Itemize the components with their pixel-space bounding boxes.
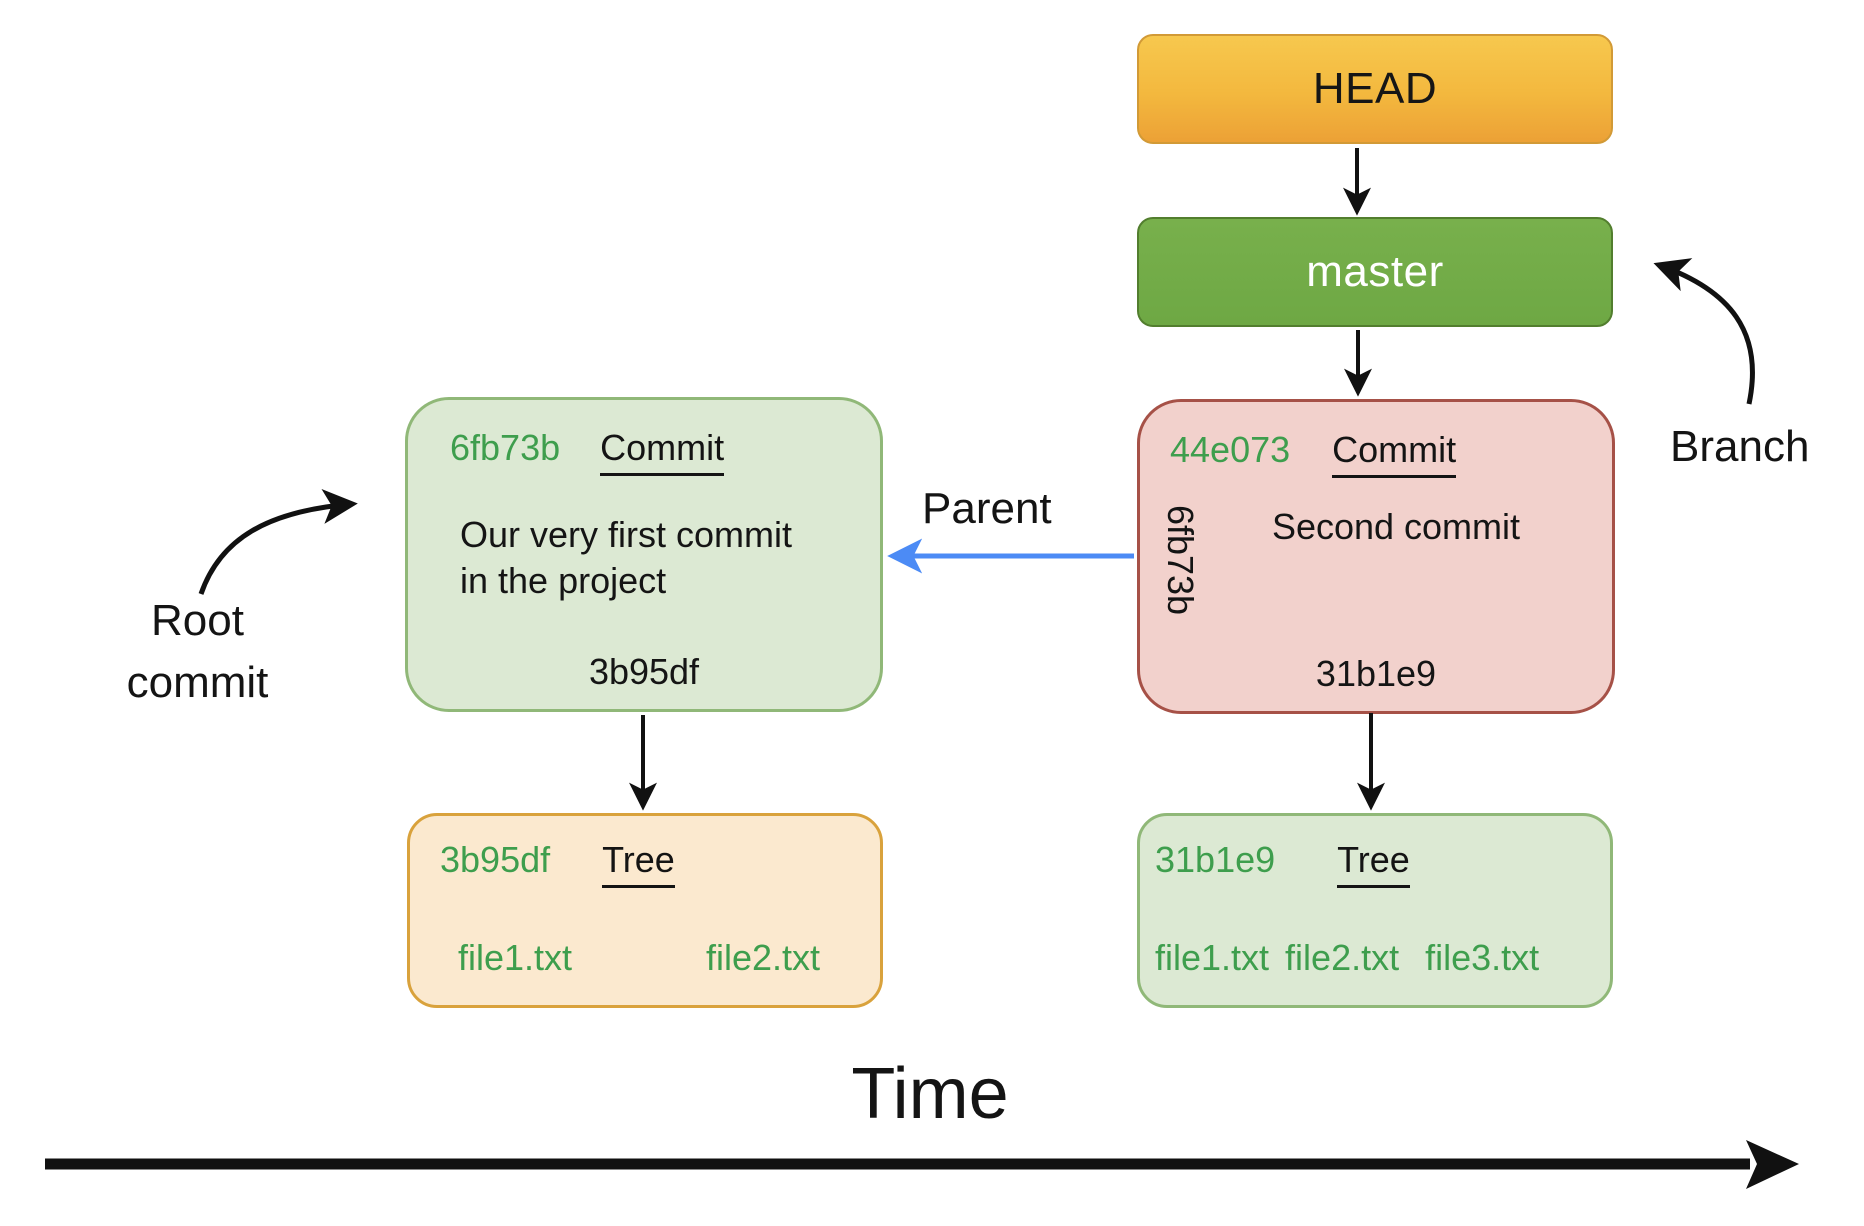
tree-file-list: file1.txt file2.txt [458,937,820,979]
tree-file-list: file1.txt file2.txt file3.txt [1155,937,1590,979]
master-branch-box: master [1137,217,1613,327]
commit-message: Second commit [1200,504,1592,550]
commit-kind-label: Commit [600,426,725,477]
root-commit-annotation-label: Root commit [95,590,300,714]
commit-node-root: 6fb73b Commit Our very first commit in t… [405,397,883,712]
commit-message-line: in the project [460,560,667,601]
commit-hash: 44e073 [1170,429,1291,470]
tree-node-header: 3b95df Tree [440,838,675,889]
commit-tree-ref: 31b1e9 [1315,653,1437,694]
commit-kind-label: Commit [1332,428,1457,479]
tree-hash: 3b95df [440,839,551,880]
commit-message: Our very first commit in the project [460,512,792,604]
time-axis-arrowhead [1746,1140,1799,1189]
tree-kind-label: Tree [1337,838,1410,889]
root-commit-annotation-arrow [198,488,358,595]
branch-annotation-arrow [1653,258,1755,405]
commit-message-line: Our very first commit [460,514,793,555]
parent-annotation-label: Parent [922,484,1052,533]
root-label-line: commit [126,658,269,707]
commit-node-second: 44e073 Commit 6fb73b Second commit 31b1e… [1137,399,1615,714]
tree-node-3b95df: 3b95df Tree file1.txt file2.txt [407,813,883,1008]
tree-file: file1.txt [1155,937,1270,978]
commit-node-header: 6fb73b Commit [450,426,725,477]
master-label: master [1306,247,1444,296]
tree-file: file3.txt [1425,937,1540,978]
head-label: HEAD [1312,64,1438,113]
commit-parent-hash-vertical: 6fb73b [1160,504,1201,616]
tree-node-31b1e9: 31b1e9 Tree file1.txt file2.txt file3.tx… [1137,813,1613,1008]
tree-hash: 31b1e9 [1155,839,1276,880]
tree-file: file2.txt [705,937,820,978]
commit-node-header: 44e073 Commit [1170,428,1457,479]
time-axis-label: Time [851,1054,1009,1134]
tree-file: file1.txt [458,937,573,978]
commit-tree-ref: 3b95df [588,651,700,692]
commit-message-line: Second commit [1271,506,1521,547]
root-label-line: Root [151,596,244,645]
tree-node-header: 31b1e9 Tree [1155,838,1410,889]
branch-annotation-label: Branch [1670,422,1810,471]
head-box: HEAD [1137,34,1613,144]
tree-kind-label: Tree [602,838,675,889]
tree-file: file2.txt [1285,937,1400,978]
commit-hash: 6fb73b [450,427,561,468]
